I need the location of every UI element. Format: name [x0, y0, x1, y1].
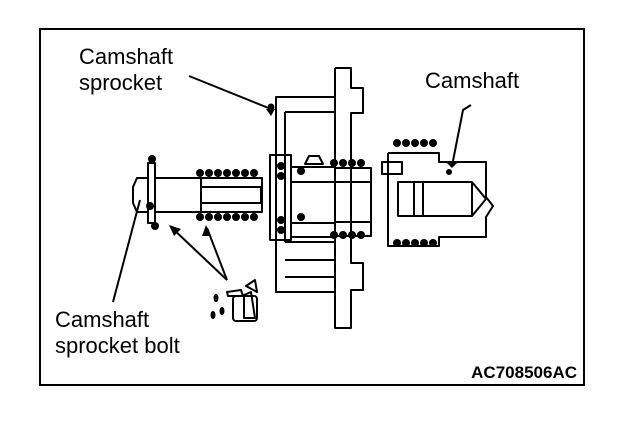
- camshaft: [381, 152, 494, 247]
- oil-points-bolt-head: [146, 155, 159, 230]
- label-camshaft-sprocket-bolt-line-2: sprocket bolt: [55, 333, 180, 358]
- oil-can-icon: [226, 279, 258, 322]
- label-camshaft: Camshaft: [425, 68, 520, 93]
- oil-points-sprocket-lower: [330, 231, 365, 239]
- oil-points-camshaft-lower: [393, 239, 437, 247]
- label-camshaft-sprocket-line-1: Camshaft: [79, 44, 174, 69]
- leader-sprocket-bolt: [112, 199, 141, 303]
- arrow-heads: [169, 109, 457, 236]
- oil-points-bolt-lower: [196, 213, 258, 221]
- figure-code: AC708506AC: [471, 363, 577, 382]
- camshaft-sprocket: [269, 67, 372, 329]
- oil-points-camshaft-upper: [393, 139, 437, 147]
- leader-camshaft-sprocket: [188, 75, 272, 110]
- label-camshaft-sprocket-bolt-line-1: Camshaft: [55, 307, 150, 332]
- oil-application-arrows: [170, 226, 228, 281]
- oil-drop-icon: [210, 294, 225, 319]
- oil-points-bolt-upper: [196, 169, 258, 177]
- camshaft-sprocket-diagram: [112, 67, 494, 329]
- oil-points: [146, 103, 452, 247]
- oil-points-hub: [267, 103, 305, 234]
- leader-camshaft: [451, 104, 472, 167]
- oil-points-sprocket-upper: [330, 159, 365, 167]
- label-camshaft-sprocket-line-2: sprocket: [79, 70, 163, 95]
- camshaft-sprocket-bolt: [132, 162, 263, 224]
- label-camshaft-sprocket-bolt: Camshaft sprocket bolt: [55, 307, 180, 359]
- diagram-frame: Camshaft sprocket Camshaft Camshaft spro…: [39, 28, 585, 386]
- label-camshaft-sprocket: Camshaft sprocket: [79, 44, 173, 96]
